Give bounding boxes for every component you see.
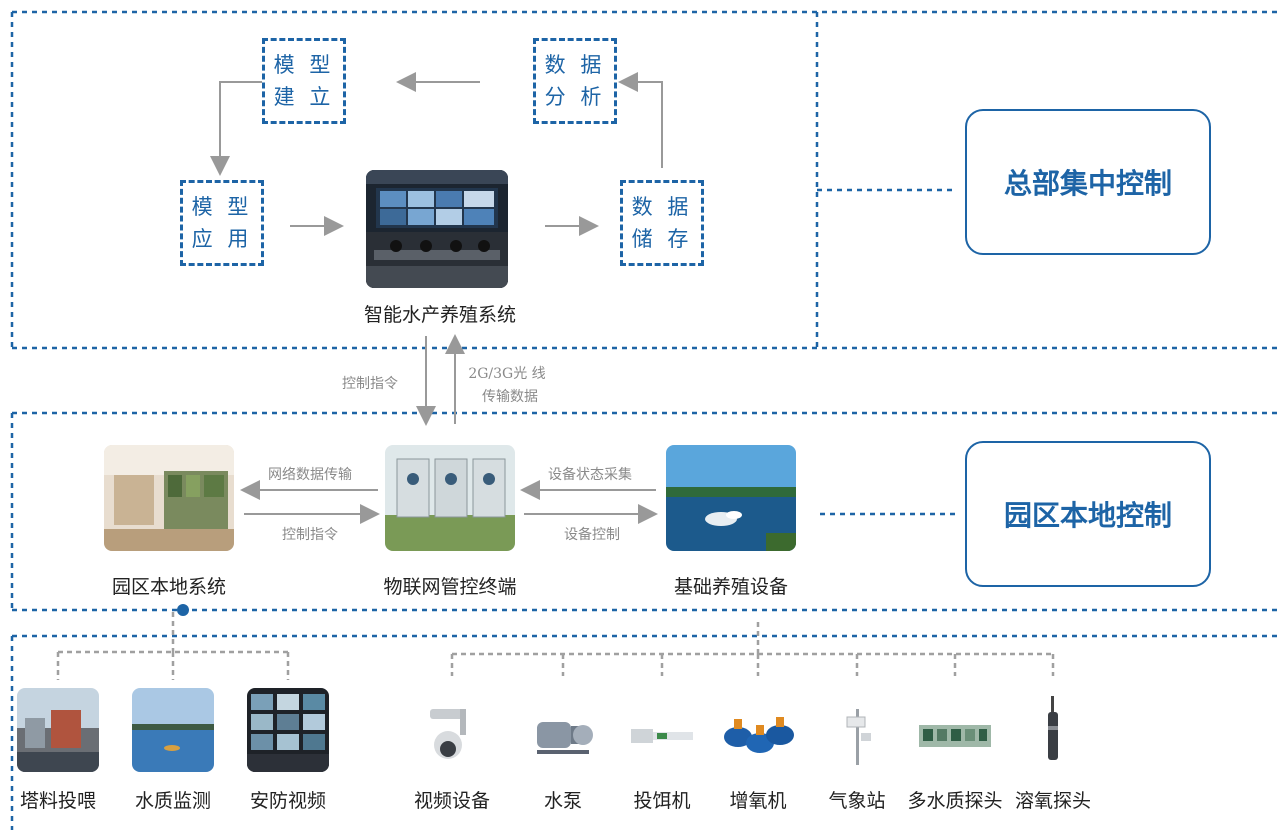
- control-cmd-up-label: 控制指令: [342, 376, 398, 392]
- model-build-line2: 建 立: [273, 85, 335, 109]
- device-label-4: 增氧机: [729, 790, 787, 812]
- park-control-box: 园区本地控制: [965, 441, 1211, 587]
- iot-terminal-photo: [385, 445, 515, 551]
- control-room-photo: [366, 170, 508, 288]
- status-collect-label: 设备状态采集: [548, 467, 632, 483]
- base-equipment-photo: [666, 445, 796, 551]
- weather-station-icon: [817, 700, 897, 770]
- feeding-tower-thumb: [17, 688, 99, 772]
- model-build-box: 模 型 建 立: [262, 38, 346, 124]
- model-apply-line1: 模 型: [191, 195, 253, 219]
- data-store-line2: 储 存: [631, 227, 693, 251]
- device-label-5: 气象站: [828, 790, 886, 812]
- device-label-7: 溶氧探头: [1014, 790, 1091, 812]
- left-item-label-1: 塔料投喂: [19, 790, 96, 812]
- transfer-line2-label: 传输数据: [482, 389, 538, 405]
- local-system-photo: [104, 445, 234, 551]
- data-store-box: 数 据 储 存: [620, 180, 704, 266]
- left-item-label-3: 安防视频: [249, 790, 326, 812]
- transfer-line1-label: 2G/3G光 线: [468, 366, 546, 382]
- water-pump-icon: [523, 700, 603, 770]
- device-label-3: 投饵机: [633, 790, 691, 812]
- device-label-6: 多水质探头: [907, 790, 1003, 812]
- device-label-2: 水泵: [543, 790, 582, 812]
- do-probe-icon: [1013, 696, 1093, 766]
- multi-probe-icon: [915, 700, 995, 770]
- left-item-label-2: 水质监测: [134, 790, 211, 812]
- local-system-label: 园区本地系统: [111, 576, 226, 598]
- center-system-label: 智能水产养殖系统: [363, 304, 516, 326]
- security-video-thumb: [247, 688, 329, 772]
- water-quality-thumb: [132, 688, 214, 772]
- iot-terminal-label: 物联网管控终端: [383, 576, 517, 598]
- feeder-icon: [622, 700, 702, 770]
- device-label-1: 视频设备: [413, 790, 490, 812]
- model-apply-line2: 应 用: [191, 227, 253, 251]
- model-apply-box: 模 型 应 用: [180, 180, 264, 266]
- aerator-icon: [718, 700, 798, 770]
- data-analysis-box: 数 据 分 析: [533, 38, 617, 124]
- hq-control-box: 总部集中控制: [965, 109, 1211, 255]
- data-analysis-line1: 数 据: [544, 53, 606, 77]
- net-transfer-label: 网络数据传输: [268, 467, 352, 483]
- base-equipment-label: 基础养殖设备: [673, 576, 788, 598]
- control-cmd-label: 控制指令: [282, 527, 338, 543]
- data-analysis-line2: 分 析: [544, 85, 606, 109]
- video-camera-icon: [412, 700, 492, 770]
- data-store-line1: 数 据: [631, 195, 693, 219]
- device-control-label: 设备控制: [564, 527, 620, 543]
- model-build-line1: 模 型: [273, 53, 335, 77]
